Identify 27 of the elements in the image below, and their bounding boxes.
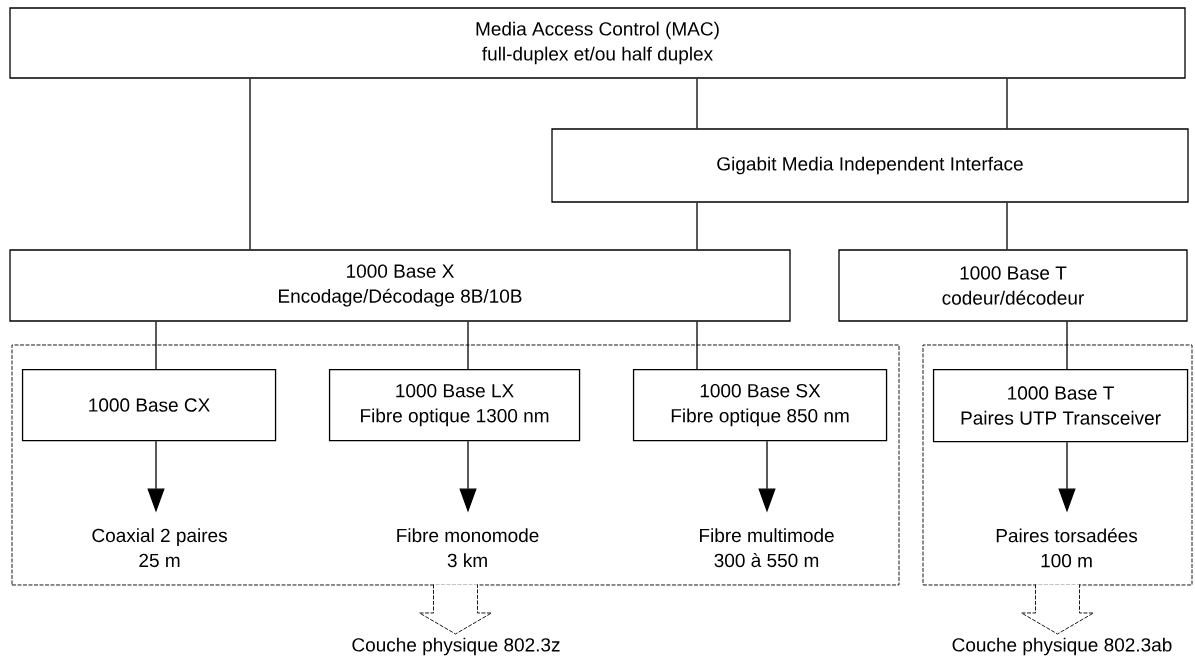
block-arrow (419, 584, 492, 635)
layer-box: 1000 Base SX Fibre optique 850 nm (632, 368, 888, 442)
layer-box: 1000 Base T Paires UTP Transceiver (932, 368, 1189, 443)
layer-box: 1000 Base T codeur/décodeur (838, 249, 1188, 322)
medium-label: Paires torsadées 100 m (996, 528, 1138, 568)
connector-line (249, 78, 251, 250)
layer-box: 1000 Base CX (21, 368, 277, 442)
medium-label: Fibre monomode 3 km (397, 528, 539, 568)
layer-box: 1000 Base X Encodage/Décodage 8B/10B (9, 249, 791, 322)
dashed-region (11, 344, 900, 586)
connector-line (1006, 78, 1008, 129)
connector-line (696, 78, 698, 129)
connector-line (696, 202, 698, 250)
connector-line (1006, 202, 1008, 250)
medium-label: Fibre multimode 300 à 550 m (700, 528, 834, 568)
connector-line (467, 321, 469, 370)
block-arrow (1021, 584, 1094, 635)
connector-line (1066, 321, 1068, 370)
layer-box: Gigabit Media Independent Interface (551, 128, 1189, 203)
connector-line (696, 321, 698, 370)
connector-line (155, 321, 157, 370)
layer-label: Couche physique 802.3ab (952, 637, 1172, 656)
medium-label: Coaxial 2 paires 25 m (92, 528, 227, 568)
layer-box: Media Access Control (MAC) full-duplex et/ou half duplex (9, 7, 1186, 79)
dashed-region (922, 344, 1193, 586)
layer-box: 1000 Base LX Fibre optique 1300 nm (328, 368, 581, 442)
layer-label: Couche physique 802.3z (352, 637, 560, 656)
